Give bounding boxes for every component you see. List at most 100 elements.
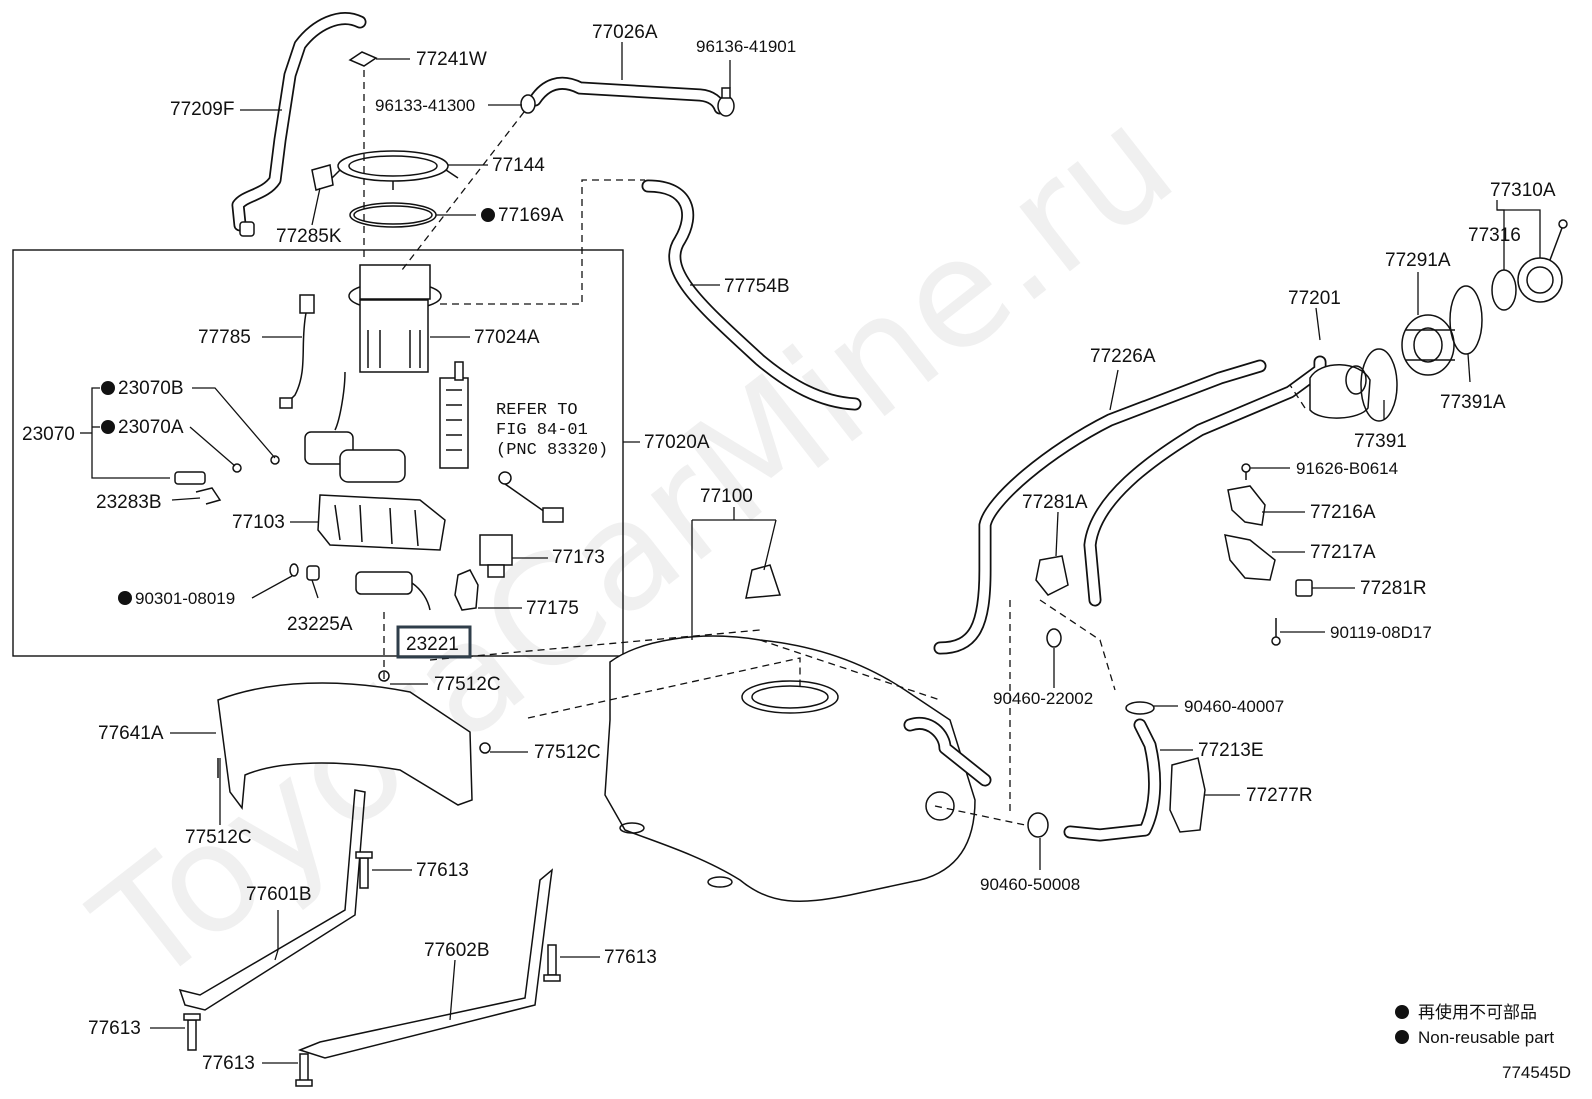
label-77391A[interactable]: 77391A (1440, 392, 1506, 413)
label-77512C-a[interactable]: 77512C (434, 674, 501, 695)
label-77512C-b[interactable]: 77512C (534, 742, 601, 763)
label-91626-B0614[interactable]: 91626-B0614 (1296, 459, 1398, 478)
label-77285K[interactable]: 77285K (276, 226, 342, 247)
clip-23283B[interactable] (195, 487, 222, 505)
label-77209F[interactable]: 77209F (170, 99, 234, 120)
fuel-tank-77100[interactable] (604, 564, 976, 902)
fuel-cap-77310A[interactable] (1517, 219, 1568, 303)
label-77226A[interactable]: 77226A (1090, 346, 1156, 367)
clamp-90460-22002[interactable] (1046, 628, 1062, 648)
ring-77391A[interactable] (1449, 285, 1483, 355)
fitting-23070[interactable] (174, 455, 280, 485)
clip-77241W[interactable] (348, 51, 378, 67)
label-77217A[interactable]: 77217A (1310, 542, 1376, 563)
label-77785[interactable]: 77785 (198, 327, 251, 348)
label-90301-08019[interactable]: 90301-08019 (135, 589, 235, 608)
hose-77026A[interactable] (528, 76, 727, 115)
label-23221[interactable]: 23221 (406, 634, 459, 655)
label-77641A[interactable]: 77641A (98, 723, 164, 744)
label-77613-b[interactable]: 77613 (604, 947, 657, 968)
bracket-77217A[interactable] (1224, 534, 1276, 581)
hose-77213E[interactable] (1063, 718, 1162, 842)
label-77201[interactable]: 77201 (1288, 288, 1341, 309)
label-77241W[interactable]: 77241W (416, 49, 487, 70)
sender-lead[interactable] (498, 471, 564, 523)
fuel-pump-23221[interactable] (355, 571, 431, 611)
grommet-77512C-a[interactable] (378, 670, 390, 682)
label-77281A[interactable]: 77281A (1022, 492, 1088, 513)
bolt-77613-b[interactable] (543, 944, 561, 982)
label-77024A[interactable]: 77024A (474, 327, 540, 348)
label-77175[interactable]: 77175 (526, 598, 579, 619)
bolt-91626-B0614[interactable] (1241, 463, 1251, 480)
filter-77103[interactable] (317, 494, 446, 551)
reference-note-line-2[interactable]: FIG 84-01 (496, 421, 588, 440)
label-77602B[interactable]: 77602B (424, 940, 490, 961)
label-77291A[interactable]: 77291A (1385, 250, 1451, 271)
label-77213E[interactable]: 77213E (1198, 740, 1264, 761)
label-23225A[interactable]: 23225A (287, 614, 353, 635)
label-23070A[interactable]: 23070A (118, 417, 184, 438)
label-77281R[interactable]: 77281R (1360, 578, 1427, 599)
band-77602B[interactable] (297, 868, 553, 1059)
clip-77281R[interactable] (1295, 579, 1313, 597)
label-77613-a[interactable]: 77613 (416, 860, 469, 881)
label-96136-41901[interactable]: 96136-41901 (696, 37, 796, 56)
label-96133-41300[interactable]: 96133-41300 (375, 96, 475, 115)
band-77601B[interactable] (178, 789, 366, 1011)
clamp-96133-41300[interactable] (520, 94, 536, 114)
clip-77285K[interactable] (311, 164, 334, 191)
bolt-77613-a[interactable] (355, 851, 373, 889)
label-90460-50008[interactable]: 90460-50008 (980, 875, 1080, 894)
bolt-77613-c[interactable] (183, 1013, 201, 1051)
clip-77281A[interactable] (1035, 555, 1069, 596)
label-77601B[interactable]: 77601B (246, 884, 312, 905)
protector-77277R[interactable] (1169, 757, 1206, 833)
label-77316[interactable]: 77316 (1468, 225, 1521, 246)
label-77310A[interactable]: 77310A (1490, 180, 1556, 201)
label-23070[interactable]: 23070 (22, 424, 75, 445)
tube-77754B[interactable] (641, 179, 862, 411)
filter-23225A[interactable] (306, 565, 320, 581)
clamp-90460-50008[interactable] (1027, 812, 1049, 838)
label-77026A[interactable]: 77026A (592, 22, 658, 43)
bracket-77216A[interactable] (1227, 485, 1266, 526)
filler-pipe-77201[interactable] (1083, 355, 1371, 607)
label-77169A[interactable]: 77169A (498, 205, 564, 226)
bolt-90119-08D17[interactable] (1271, 618, 1281, 646)
fuel-level-sender[interactable] (439, 361, 469, 469)
clamp-96136-41901[interactable] (717, 87, 735, 117)
clamp-90460-40007[interactable] (1125, 701, 1155, 715)
o-ring-90301-08019[interactable] (289, 563, 299, 577)
retainer-ring-77144[interactable] (329, 150, 459, 190)
label-23070B[interactable]: 23070B (118, 378, 184, 399)
label-77391[interactable]: 77391 (1354, 431, 1407, 452)
gasket-77169A[interactable] (349, 202, 437, 228)
grommet-77512C-b[interactable] (479, 742, 491, 754)
label-77754B[interactable]: 77754B (724, 276, 790, 297)
label-90460-22002[interactable]: 90460-22002 (993, 689, 1093, 708)
label-77613-c[interactable]: 77613 (88, 1018, 141, 1039)
pump-module[interactable] (304, 371, 406, 483)
label-77100[interactable]: 77100 (700, 486, 753, 507)
label-90119-08D17[interactable]: 90119-08D17 (1330, 623, 1432, 642)
label-77020A[interactable]: 77020A (644, 432, 710, 453)
bolt-77613-d[interactable] (295, 1053, 313, 1087)
pump-cover-77024A[interactable] (348, 264, 442, 373)
label-77277R[interactable]: 77277R (1246, 785, 1313, 806)
label-77103[interactable]: 77103 (232, 512, 285, 533)
label-77144[interactable]: 77144 (492, 155, 545, 176)
label-23283B[interactable]: 23283B (96, 492, 162, 513)
label-77512C-c[interactable]: 77512C (185, 827, 252, 848)
breather-tube-77226A[interactable] (933, 359, 1267, 655)
tank-vent-tube[interactable] (903, 716, 992, 787)
vent-tube-77209F[interactable] (231, 12, 367, 237)
gasket-77391[interactable] (1360, 348, 1398, 422)
gasket-77316[interactable] (1491, 269, 1517, 311)
label-77216A[interactable]: 77216A (1310, 502, 1376, 523)
bracket-77175[interactable] (454, 569, 479, 611)
wire-harness-77785[interactable] (279, 294, 315, 409)
label-77173[interactable]: 77173 (552, 547, 605, 568)
label-90460-40007[interactable]: 90460-40007 (1184, 697, 1284, 716)
label-77613-d[interactable]: 77613 (202, 1053, 255, 1074)
